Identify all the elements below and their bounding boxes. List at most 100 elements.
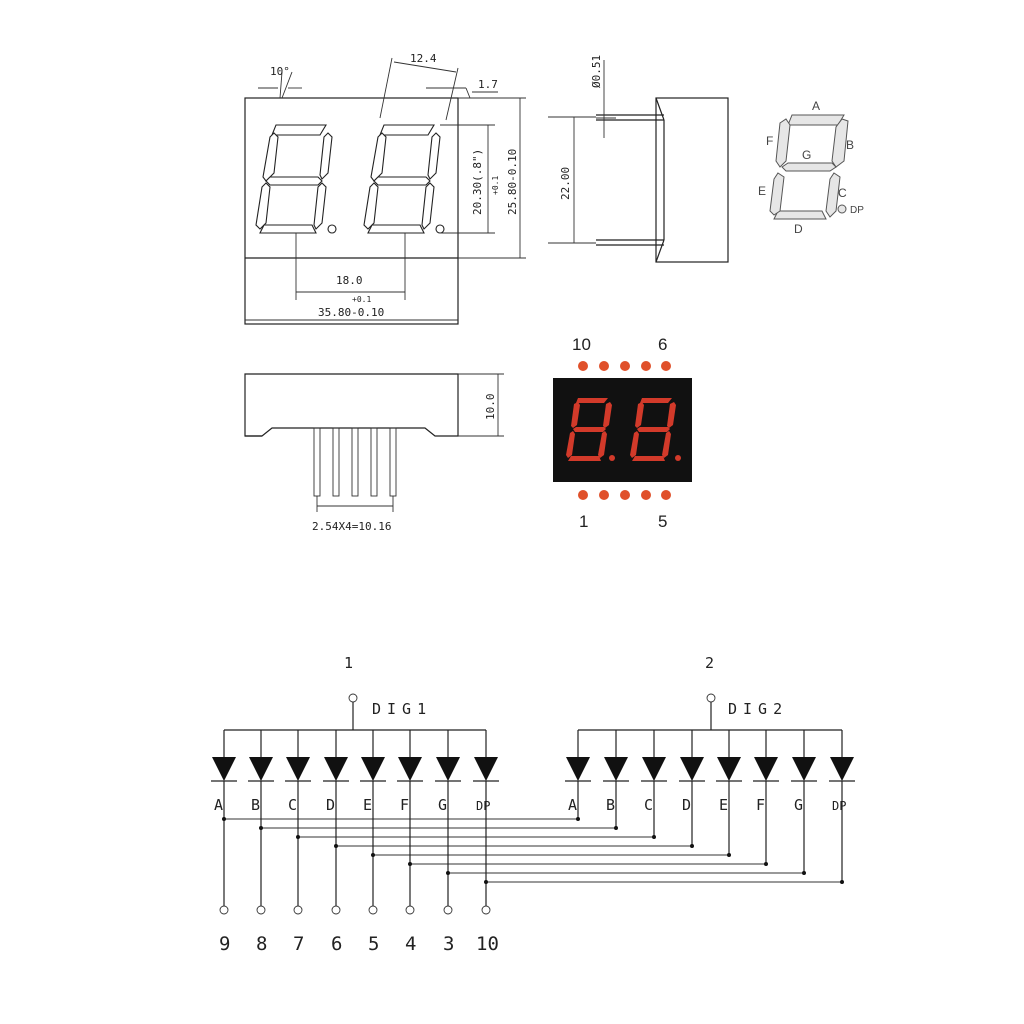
- pin-number: 3: [443, 933, 454, 955]
- diode-dig1-2: [286, 757, 310, 781]
- dig1-seg-label: DP: [476, 799, 490, 813]
- front-digit-2: [363, 124, 445, 234]
- top-pin-dots: [578, 361, 671, 371]
- pin-terminal: [219, 905, 229, 915]
- bottom-pin-dots: [578, 490, 671, 500]
- dig2-seg-label: B: [606, 796, 615, 814]
- bottom-pins: [313, 427, 397, 497]
- junction: [840, 880, 844, 884]
- pin-terminal: [443, 905, 453, 915]
- junction: [408, 862, 412, 866]
- dig1-terminal: [348, 693, 358, 703]
- dig1-seg-label: B: [251, 796, 260, 814]
- diode-dig1-6: [436, 757, 460, 781]
- legend-seg-c: [825, 172, 841, 218]
- legend-label-d: D: [794, 222, 803, 236]
- side-body-outline: [655, 97, 729, 263]
- pin-label-10: 10: [572, 335, 591, 354]
- legend-seg-dp: [837, 204, 847, 214]
- legend-label-dp: DP: [850, 205, 864, 216]
- dim-depth: 10.0: [484, 394, 497, 421]
- diode-dig1-1: [249, 757, 273, 781]
- dig1-seg-label: G: [438, 796, 447, 814]
- junction: [764, 862, 768, 866]
- front-digit-1: [255, 124, 337, 234]
- dim-digit-height: 20.30(.8"): [471, 149, 484, 215]
- pin-number: 10: [476, 933, 499, 955]
- diode-dig2-4: [717, 757, 741, 781]
- dim-angle: 10°: [270, 65, 290, 78]
- pin-number: 9: [219, 933, 230, 955]
- dig1-seg-label: F: [400, 796, 409, 814]
- pin-label-1: 1: [579, 512, 588, 531]
- diode-dig2-3: [680, 757, 704, 781]
- diode-dig1-5: [398, 757, 422, 781]
- junction: [802, 871, 806, 875]
- dig2-label: DIG2: [728, 700, 788, 718]
- diode-dig2-0: [566, 757, 590, 781]
- legend-label-c: C: [838, 186, 847, 200]
- dig2-seg-label: G: [794, 796, 803, 814]
- junction: [614, 826, 618, 830]
- diode-dig1-7: [474, 757, 498, 781]
- pin-label-6: 6: [658, 335, 667, 354]
- junction: [334, 844, 338, 848]
- pin-terminal: [481, 905, 491, 915]
- dim-height-tol: +0.1: [491, 176, 500, 195]
- pin-number: 8: [256, 933, 267, 955]
- dig1-seg-label: E: [363, 796, 372, 814]
- dig2-seg-label: C: [644, 796, 653, 814]
- dim-dp-offset: 1.7: [478, 78, 498, 91]
- diode-dig2-2: [642, 757, 666, 781]
- junction: [576, 817, 580, 821]
- front-view: 10° 12.4 1.7 20.30(.8") +0.1 25.80-0.10 …: [244, 52, 526, 325]
- dig1-label: DIG1: [372, 700, 432, 718]
- dig2-pin-number: 2: [705, 654, 714, 672]
- display-photo: 10 6: [553, 335, 692, 531]
- dig2-seg-label: E: [719, 796, 728, 814]
- dig1-seg-label: A: [214, 796, 223, 814]
- dig2-seg-label: F: [756, 796, 765, 814]
- diode-dig1-0: [212, 757, 236, 781]
- dim-pin-length: 22.00: [559, 167, 572, 200]
- front-body-outline: [244, 97, 459, 325]
- pin-number: 4: [405, 933, 416, 955]
- diode-dig2-5: [754, 757, 778, 781]
- junction: [652, 835, 656, 839]
- display-digit-2: [630, 398, 681, 461]
- pin-terminal: [256, 905, 266, 915]
- diode-dig2-6: [792, 757, 816, 781]
- legend-label-e: E: [758, 184, 766, 198]
- pin-label-5: 5: [658, 512, 667, 531]
- pin-terminal: [405, 905, 415, 915]
- pin-terminal: [331, 905, 341, 915]
- pin-number: 7: [293, 933, 304, 955]
- dim-width-tol: +0.1: [352, 295, 371, 304]
- dig1-seg-label: C: [288, 796, 297, 814]
- display-digit-1: [566, 398, 615, 461]
- junction: [296, 835, 300, 839]
- pin-number: 6: [331, 933, 342, 955]
- junction: [222, 817, 226, 821]
- legend-label-b: B: [846, 138, 854, 152]
- dig2-seg-label: DP: [832, 799, 846, 813]
- diode-dig1-4: [361, 757, 385, 781]
- dim-pin-pitch: 2.54X4=10.16: [312, 520, 391, 533]
- bottom-view: 10.0 2.54X4=10.16: [244, 373, 504, 533]
- legend-seg-g: [781, 162, 837, 172]
- junction: [690, 844, 694, 848]
- legend-label-f: F: [766, 134, 773, 148]
- dig2-seg-label: D: [682, 796, 691, 814]
- junction: [259, 826, 263, 830]
- legend-label-a: A: [812, 99, 820, 113]
- legend-seg-f: [775, 118, 791, 168]
- dim-body-height: 25.80-0.10: [506, 149, 519, 215]
- junction: [371, 853, 375, 857]
- diode-dig1-3: [324, 757, 348, 781]
- dim-body-width: 35.80-0.10: [318, 306, 384, 319]
- pin-number: 5: [368, 933, 379, 955]
- diode-dig2-7: [830, 757, 854, 781]
